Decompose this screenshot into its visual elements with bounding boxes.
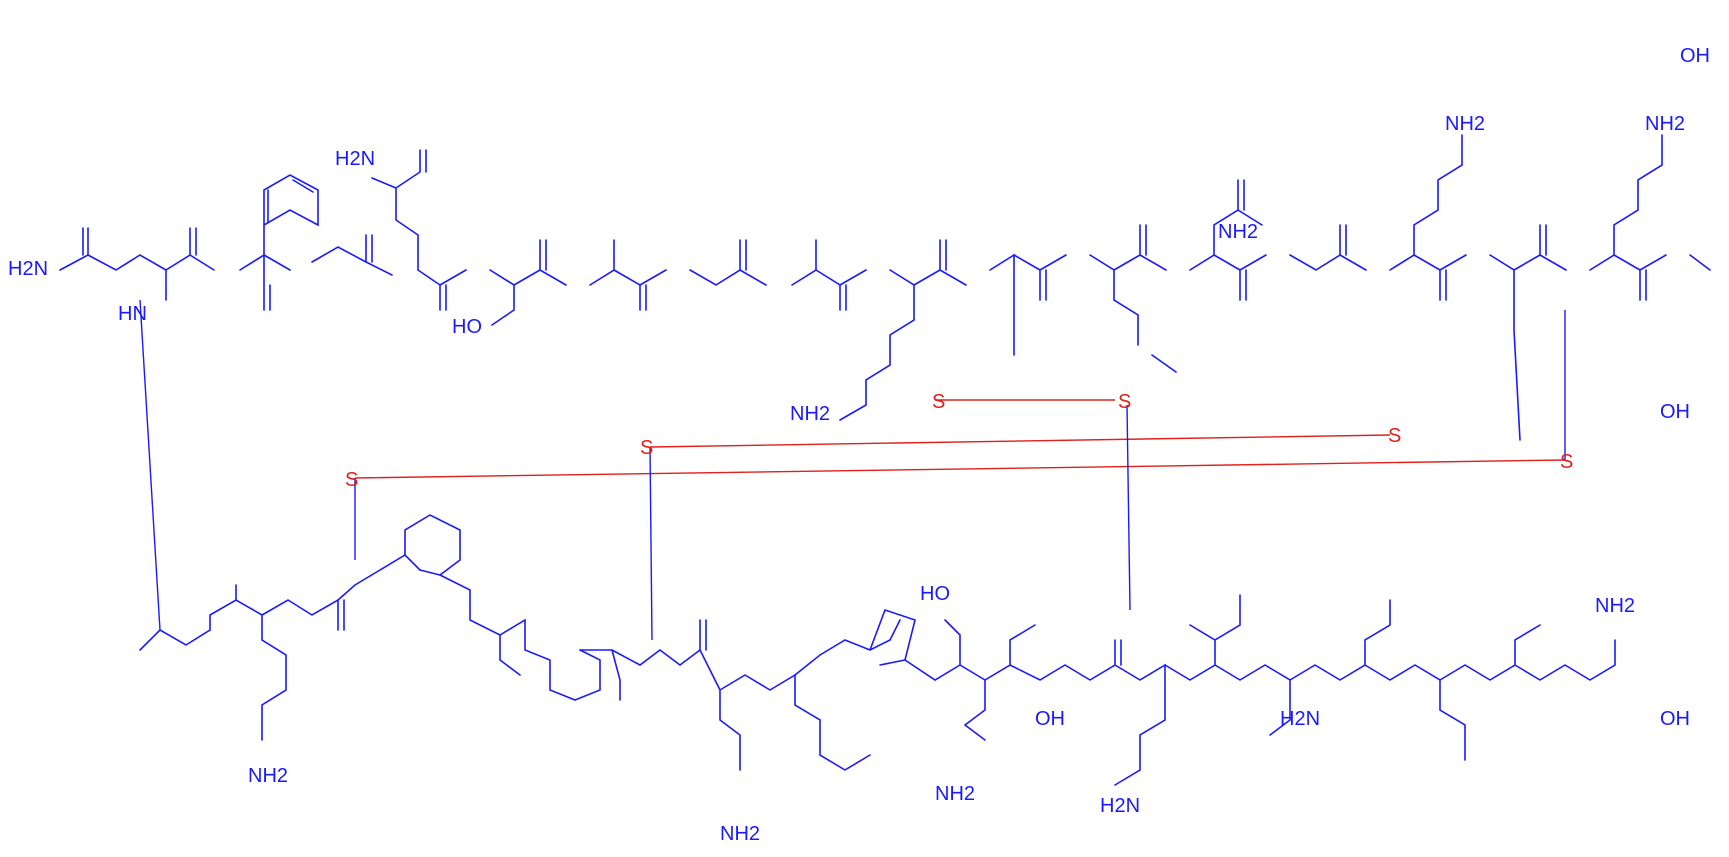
label-nh2-lys2: NH2	[1445, 113, 1485, 135]
label-ho-ser2: HO	[920, 583, 950, 605]
label-nh-gln2: H2N	[335, 148, 375, 170]
label-oh-thr1: OH	[1035, 708, 1065, 730]
label-nh2-lys6: H2N	[1100, 795, 1140, 817]
label-nh2-lys3: NH2	[1645, 113, 1685, 135]
label-nh2-lys4: NH2	[248, 765, 288, 787]
label-nh2-asn1: NH2	[1218, 221, 1258, 243]
label-s-left: S	[345, 469, 358, 491]
label-h2n-start: H2N	[8, 258, 48, 280]
disulfide-bonds	[354, 399, 1566, 479]
label-s-cys2: S	[1388, 425, 1401, 447]
label-s-cys3: S	[1560, 451, 1573, 473]
bottom-chain-bonds	[139, 514, 1616, 786]
label-oh-cooh: OH	[1680, 45, 1710, 67]
label-nh2-lys5: NH2	[935, 783, 975, 805]
label-s-met: S	[1118, 391, 1131, 413]
crosslinks	[139, 299, 1566, 641]
label-s-mid: S	[640, 437, 653, 459]
label-oh-thr2: OH	[1660, 708, 1690, 730]
label-s-cys1: S	[932, 391, 945, 413]
backbone-bonds	[59, 134, 1711, 441]
label-nh2-lys1: NH2	[790, 403, 830, 425]
label-nh2-thr2: NH2	[1595, 595, 1635, 617]
label-nh2-asn2: H2N	[1280, 708, 1320, 730]
label-ho-ser: HO	[452, 316, 482, 338]
label-nh2-gln3: NH2	[720, 823, 760, 845]
label-oh-tyr: OH	[1660, 401, 1690, 423]
atom-labels: H2N HN H2N HO NH2 S S NH2 NH2 S NH2 S S …	[8, 45, 1710, 845]
label-hn-1: HN	[118, 303, 147, 325]
